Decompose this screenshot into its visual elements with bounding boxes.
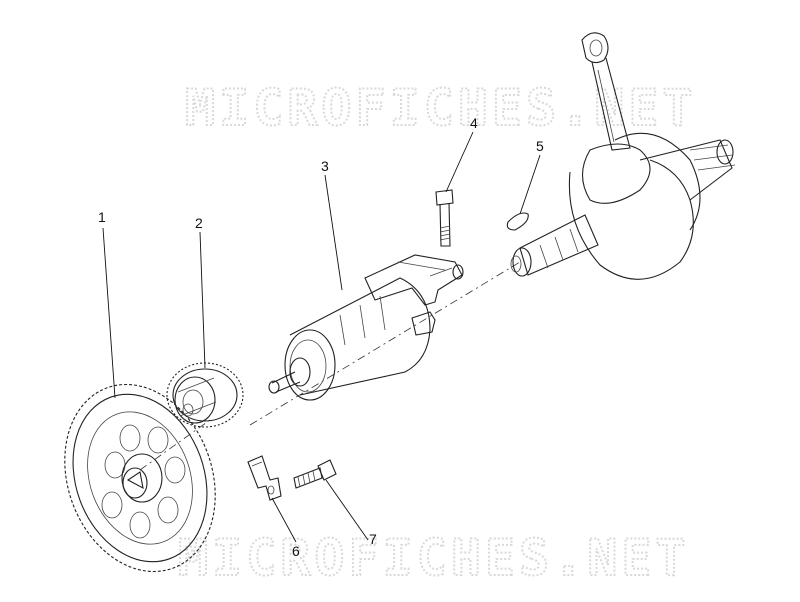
callout-4: 4 — [470, 115, 478, 131]
leader-2 — [199, 231, 206, 369]
leader-5 — [519, 154, 541, 215]
callout-6: 6 — [292, 543, 300, 559]
part-6-bracket[interactable] — [247, 455, 282, 501]
assembly-axis — [249, 261, 521, 426]
part-3-starter-motor[interactable] — [268, 254, 464, 401]
part-4-bolt[interactable] — [435, 189, 454, 247]
part-7-screw[interactable] — [293, 459, 337, 489]
leader-6 — [271, 497, 297, 543]
leader-4 — [445, 131, 474, 193]
callout-3: 3 — [321, 158, 329, 174]
callout-1: 1 — [98, 209, 106, 225]
watermark-top: MICROFICHES.NET — [185, 79, 697, 137]
leader-7 — [325, 479, 369, 541]
part-5-key[interactable] — [506, 212, 529, 231]
crankshaft-assembly — [510, 32, 736, 280]
callout-2: 2 — [195, 215, 203, 231]
leader-1 — [102, 227, 116, 399]
callout-7: 7 — [369, 531, 377, 547]
callout-5: 5 — [536, 138, 544, 154]
watermark-bottom: MICROFICHES.NET — [178, 529, 690, 587]
part-2-idler-gear[interactable] — [166, 362, 244, 428]
part-1-flywheel-gear[interactable] — [40, 363, 241, 593]
leader-3 — [324, 174, 343, 291]
assembly-axis-lower — [139, 419, 211, 471]
